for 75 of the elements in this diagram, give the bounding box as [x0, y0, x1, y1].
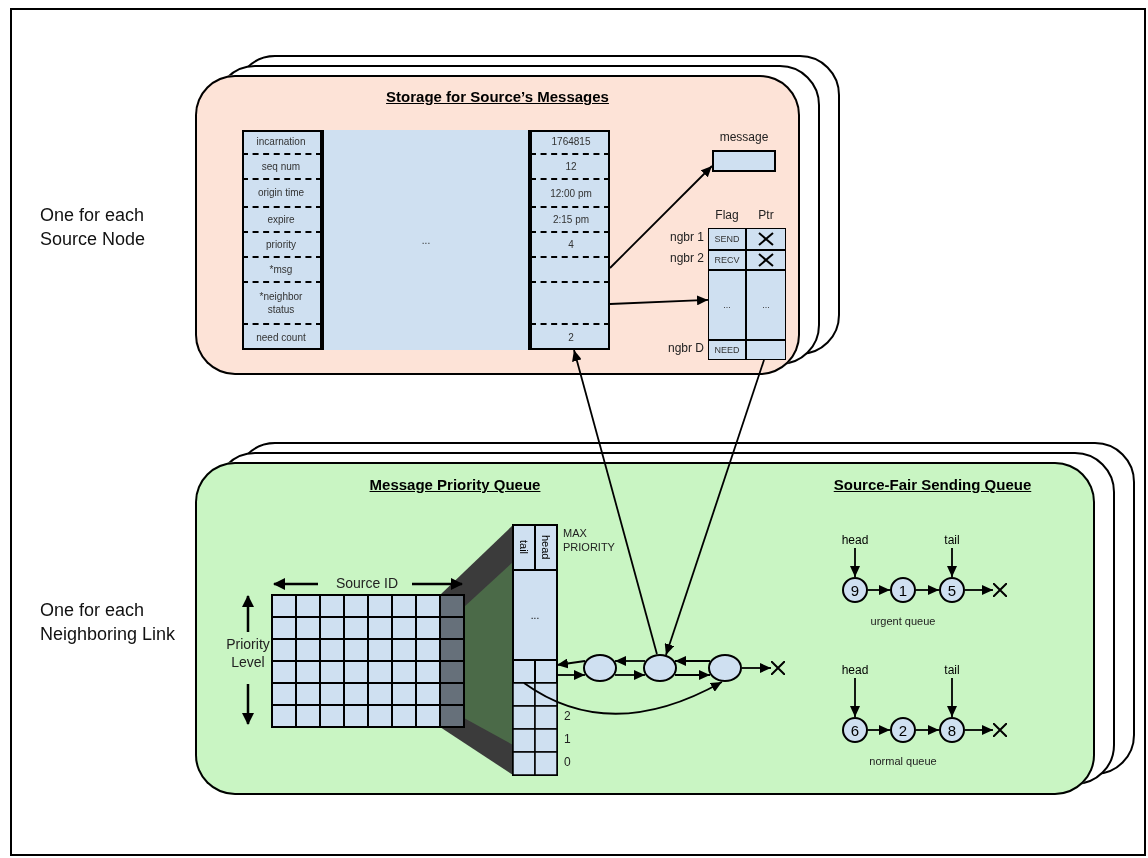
arrow	[850, 677, 860, 718]
column-heading: Flag	[714, 208, 740, 223]
panel-title: Source-Fair Sending Queue	[832, 476, 1033, 493]
queue-node: 9	[842, 577, 868, 603]
cross-icon	[771, 661, 785, 675]
queue-node: 6	[842, 717, 868, 743]
neighbor-table	[708, 228, 786, 360]
level-label: 0	[564, 755, 572, 770]
block-label: message	[718, 130, 770, 144]
pointer-field	[746, 250, 786, 270]
list-node	[643, 654, 677, 682]
queue-node: 5	[939, 577, 965, 603]
side-caption: One for each Neighboring Link	[40, 599, 177, 647]
pointer-label: head	[835, 662, 875, 678]
arrow	[867, 585, 891, 595]
row-label: ngbr 1	[668, 230, 704, 245]
panel-title: Message Priority Queue	[368, 476, 542, 493]
arrow	[614, 670, 646, 680]
panel-title: Storage for Source’s Messages	[385, 88, 610, 105]
queue-node: 1	[890, 577, 916, 603]
arrow	[674, 670, 711, 680]
side-caption: One for each Source Node	[40, 204, 147, 252]
ellipsis-column: ...	[322, 130, 530, 350]
arrow	[947, 677, 957, 718]
arrow	[609, 295, 709, 306]
flag-value: SEND	[708, 228, 746, 250]
list-node	[583, 654, 617, 682]
cross-icon	[993, 723, 1007, 737]
pointer-field	[746, 228, 786, 250]
queue-panel	[195, 462, 1095, 795]
row-label: ngbr D	[666, 341, 704, 356]
arrow	[664, 359, 765, 656]
arrow	[556, 670, 586, 680]
queue-caption: normal queue	[868, 755, 938, 769]
cross-icon	[993, 583, 1007, 597]
arrow	[523, 681, 723, 715]
queue-caption: urgent queue	[869, 615, 937, 629]
arrow	[572, 349, 658, 655]
arrow	[915, 585, 940, 595]
axis-label: Source ID	[334, 575, 400, 593]
flag-value: RECV	[708, 250, 746, 270]
list-node	[708, 654, 742, 682]
pointer-label: head	[835, 532, 875, 548]
arrow	[964, 725, 994, 735]
arrow	[867, 725, 891, 735]
ellipsis-entry: ...	[746, 270, 786, 340]
pointer-field	[746, 340, 786, 360]
arrow	[556, 658, 586, 669]
arrow	[915, 725, 940, 735]
column-heading: Ptr	[757, 208, 775, 223]
axis-label: Priority Level	[225, 636, 271, 671]
arrow	[674, 656, 711, 666]
column-header: head	[535, 525, 557, 570]
pointer-label: tail	[932, 532, 972, 548]
row-label: ngbr 2	[668, 251, 704, 266]
arrow	[609, 165, 713, 269]
column-header: tail	[513, 525, 535, 570]
arrow	[947, 547, 957, 578]
arrow	[614, 656, 646, 666]
queue-node: 8	[939, 717, 965, 743]
arrow	[850, 547, 860, 578]
pointer-label: tail	[932, 662, 972, 678]
queue-node: 2	[890, 717, 916, 743]
pointer-field	[535, 660, 557, 683]
arrow	[964, 585, 994, 595]
record-table	[242, 130, 610, 350]
ellipsis-entry: ...	[708, 270, 746, 340]
level-label: MAX PRIORITY	[563, 527, 616, 555]
pointer-field	[513, 660, 535, 683]
flag-value: NEED	[708, 340, 746, 360]
arrow	[741, 663, 772, 673]
storage-panel	[195, 75, 800, 375]
ellipsis-entry: ...	[513, 570, 557, 660]
level-label: 1	[564, 732, 572, 747]
level-label: 2	[564, 709, 572, 724]
